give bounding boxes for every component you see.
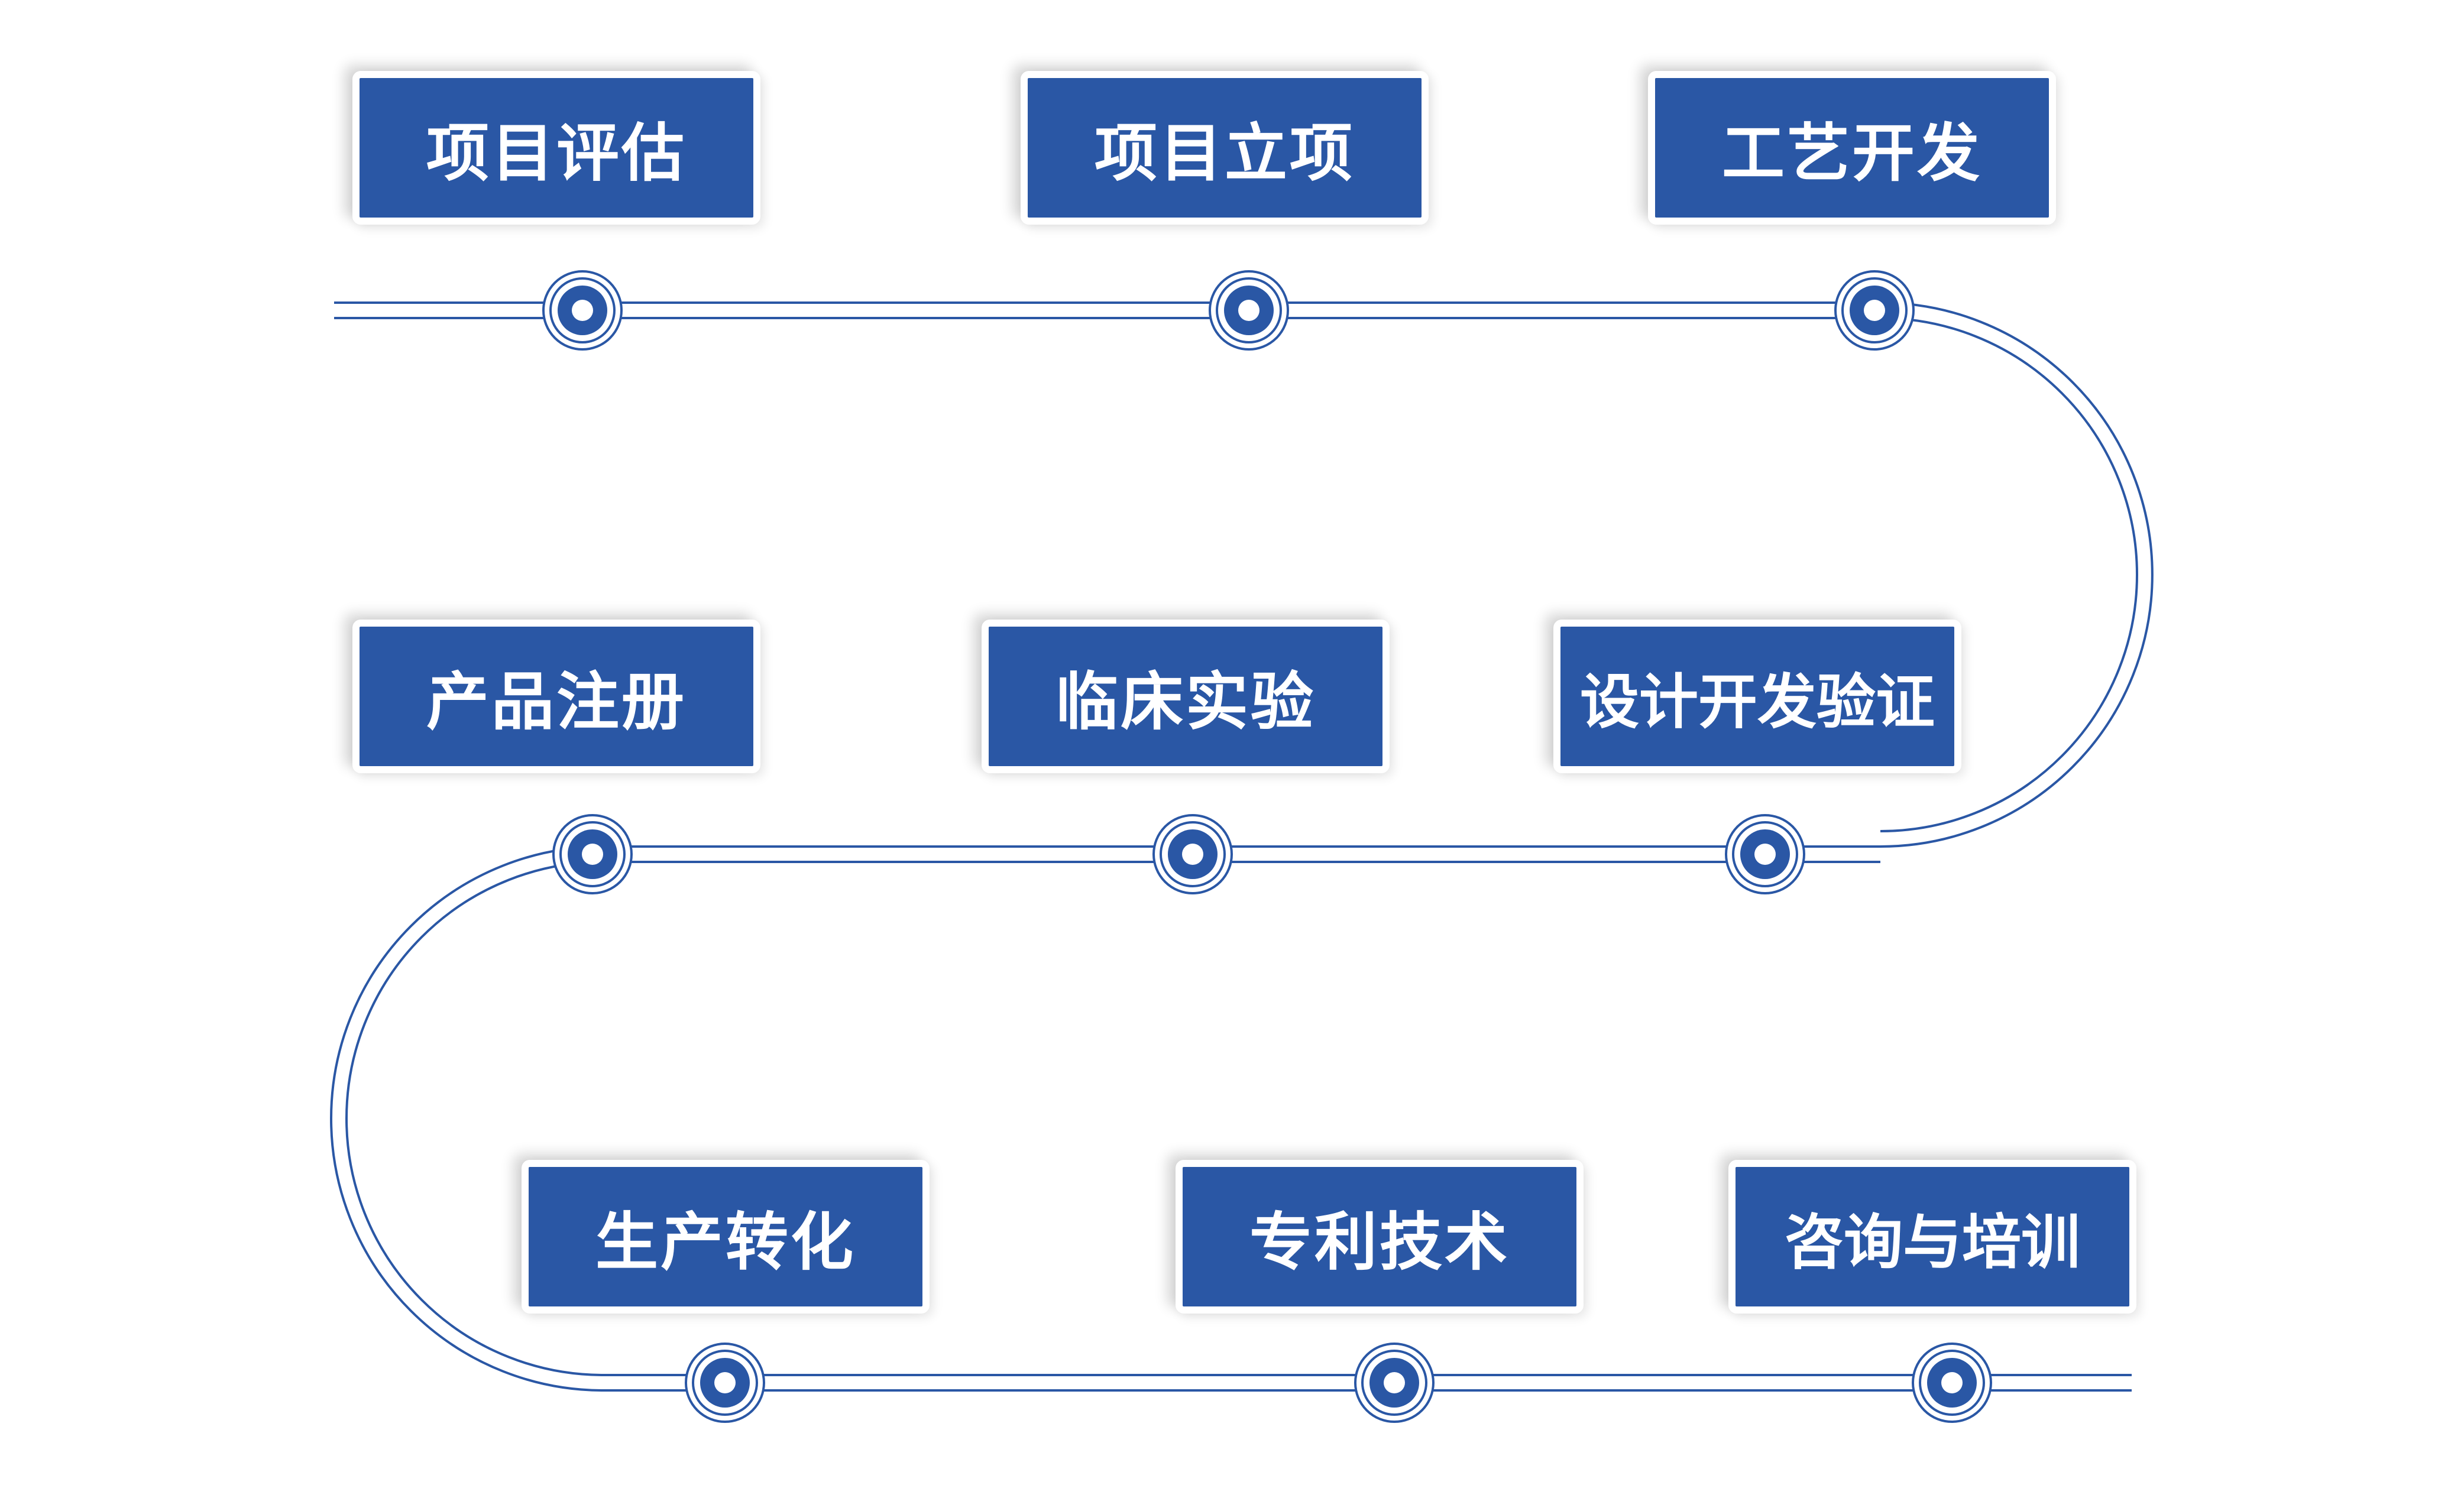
step-label: 咨询与培训 xyxy=(1785,1207,2080,1277)
timeline-node xyxy=(1209,270,1289,351)
step-box-patent-technology[interactable]: 专利技术 xyxy=(1176,1160,1584,1314)
path-curve-left xyxy=(330,845,604,1392)
step-box-project-evaluation[interactable]: 项目评估 xyxy=(352,71,760,225)
timeline-node xyxy=(1834,270,1915,351)
timeline-node xyxy=(552,814,633,894)
timeline-node xyxy=(1725,814,1805,894)
path-curve-left-inner xyxy=(345,861,604,1376)
timeline-node xyxy=(1354,1343,1435,1423)
step-box-process-development[interactable]: 工艺开发 xyxy=(1648,71,2056,225)
step-box-product-registration[interactable]: 产品注册 xyxy=(352,620,760,773)
timeline-node xyxy=(1152,814,1233,894)
step-label: 工艺开发 xyxy=(1722,117,1982,190)
step-box-consulting-training[interactable]: 咨询与培训 xyxy=(1728,1160,2136,1314)
path-curve-right xyxy=(1880,301,2154,848)
step-label: 生产转化 xyxy=(595,1206,856,1279)
timeline-node xyxy=(685,1343,765,1423)
step-label: 项目评估 xyxy=(426,117,687,190)
step-box-production-transfer[interactable]: 生产转化 xyxy=(522,1160,930,1314)
timeline-node xyxy=(542,270,623,351)
path-curve-right-inner xyxy=(1880,317,2138,832)
step-box-clinical-trial[interactable]: 临床实验 xyxy=(982,620,1390,773)
step-label: 设计开发验证 xyxy=(1580,667,1935,737)
timeline-node xyxy=(1912,1343,1992,1423)
step-label: 专利技术 xyxy=(1249,1206,1510,1279)
step-label: 产品注册 xyxy=(426,666,687,738)
step-label: 临床实验 xyxy=(1055,666,1316,738)
step-box-design-verification[interactable]: 设计开发验证 xyxy=(1553,620,1961,773)
step-label: 项目立项 xyxy=(1095,117,1355,190)
step-box-project-approval[interactable]: 项目立项 xyxy=(1021,71,1429,225)
